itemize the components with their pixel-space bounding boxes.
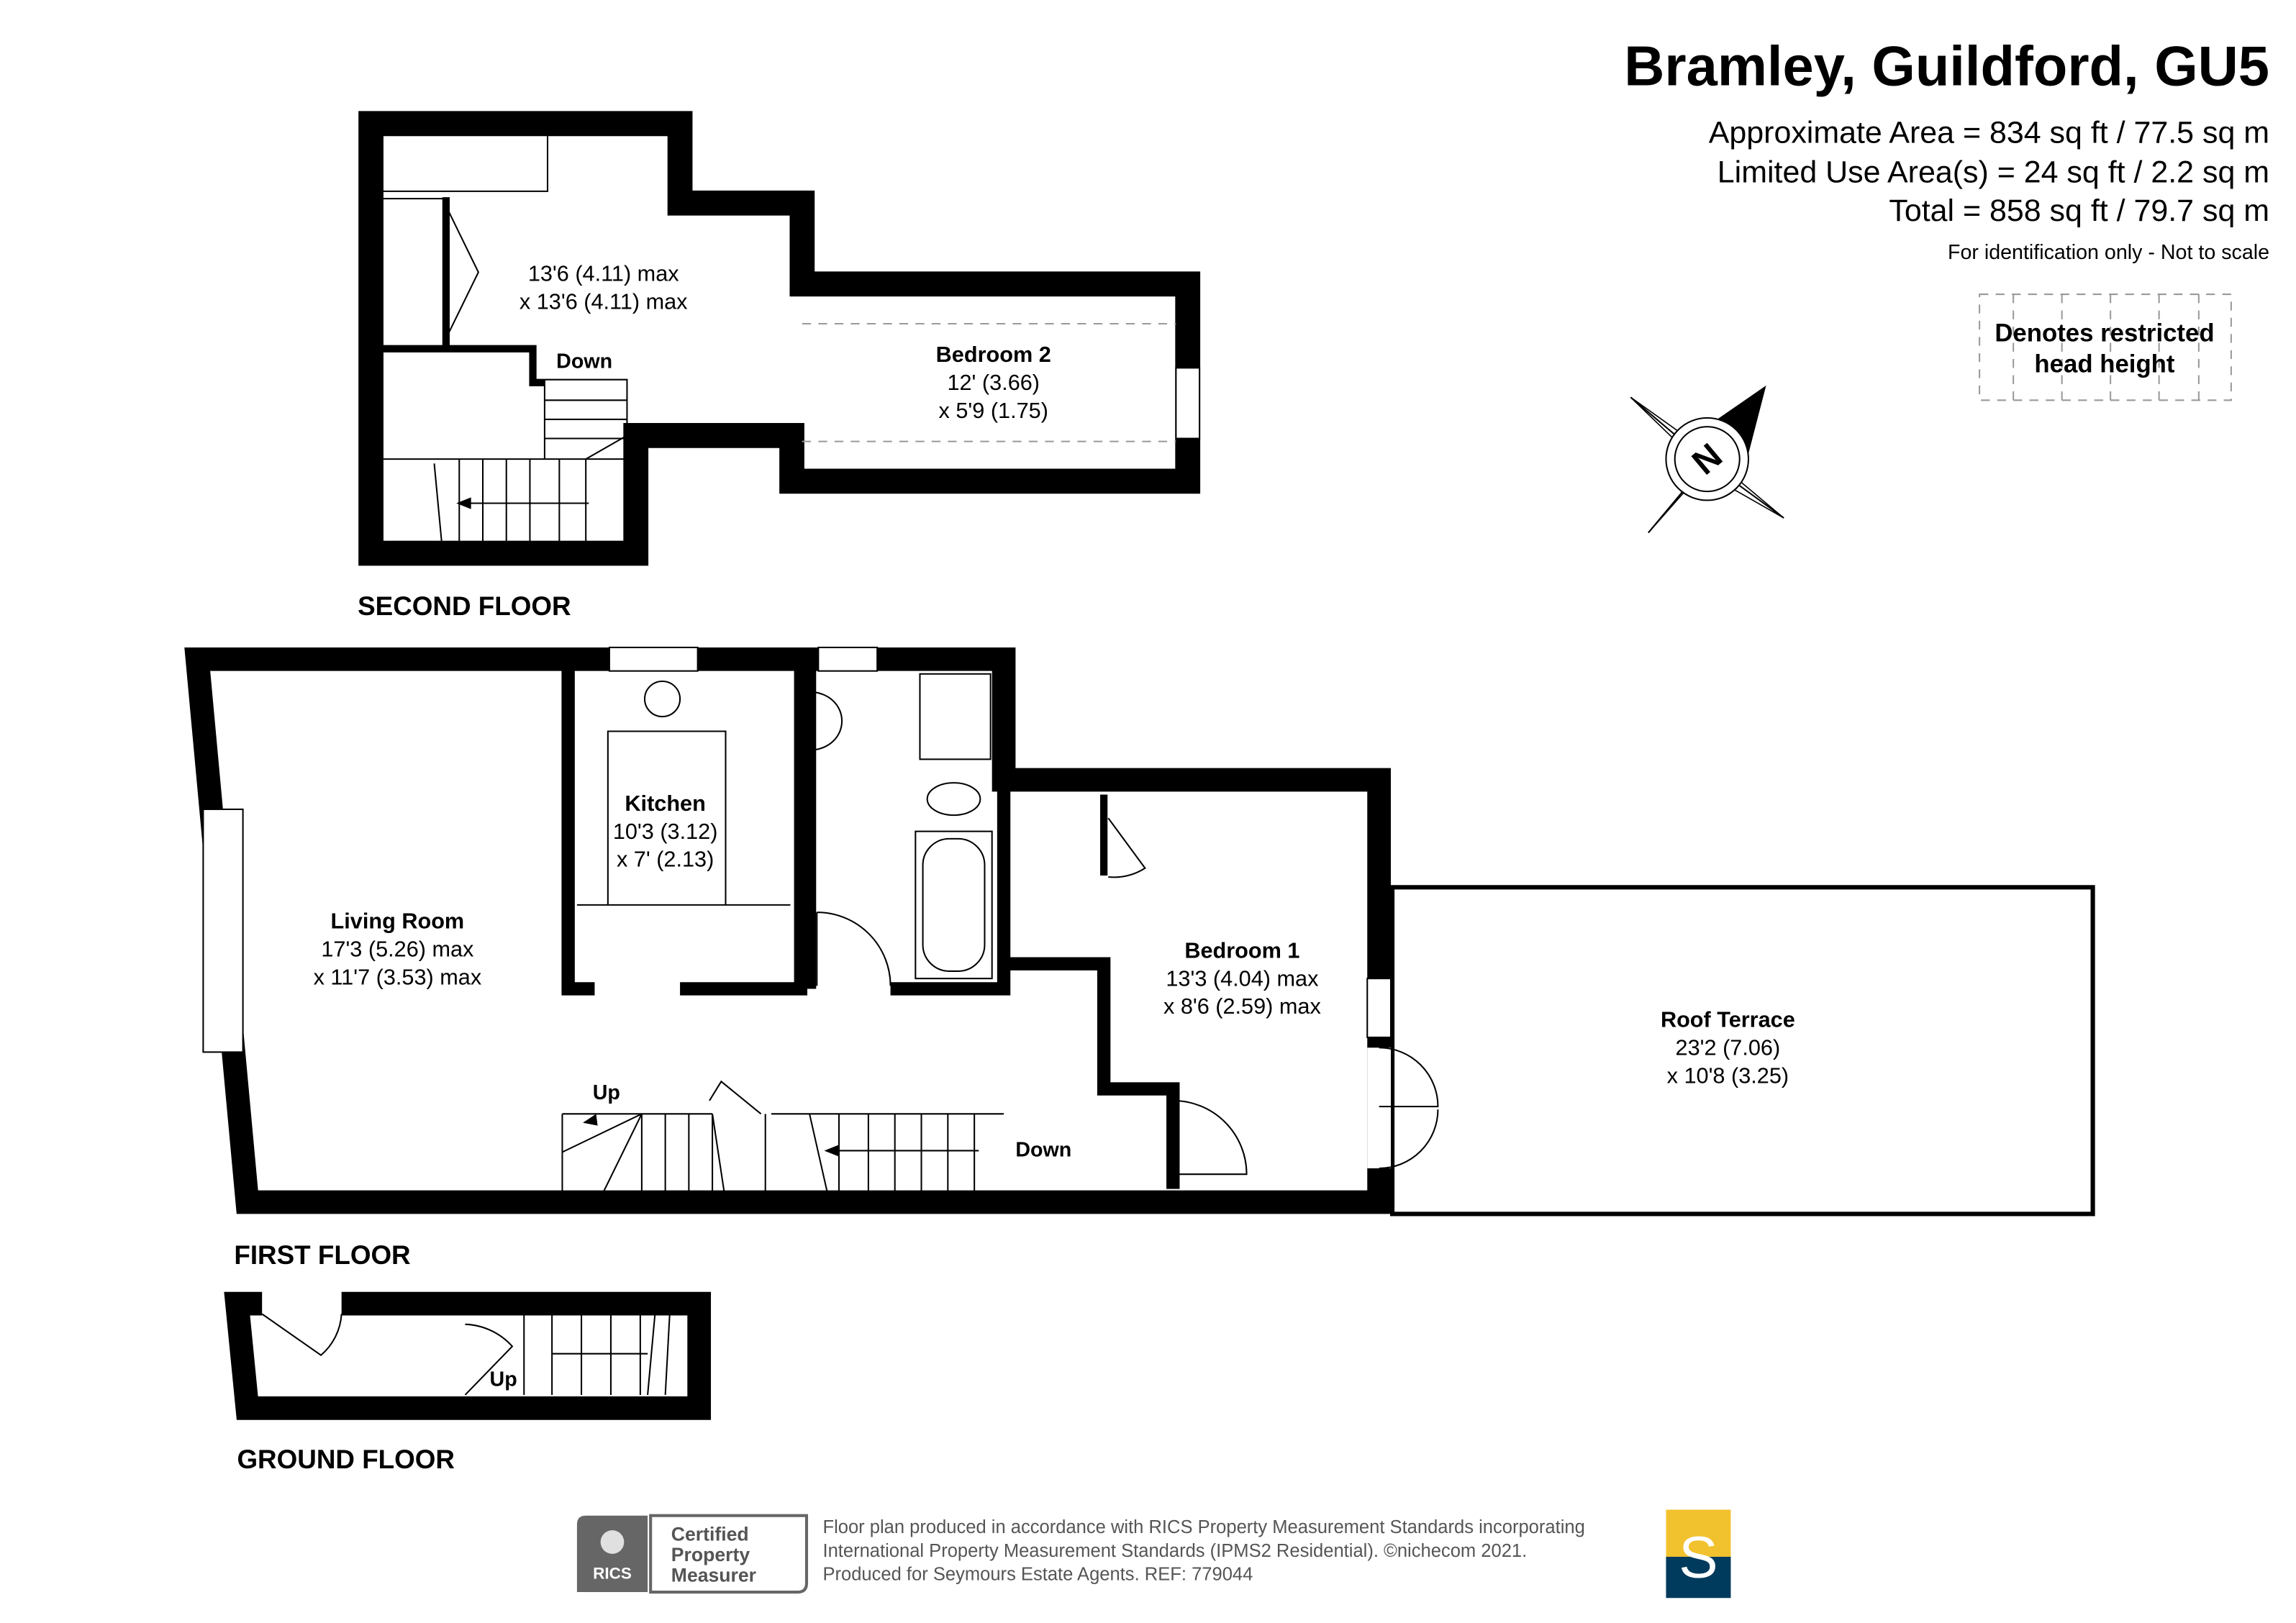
landing-dim2: x 13'6 (4.11) max (519, 290, 688, 314)
living-room-dim2: x 11'7 (3.53) max (314, 965, 482, 989)
ground-floor-label: GROUND FLOOR (237, 1445, 455, 1474)
cert-line1: Certified (671, 1523, 749, 1545)
rics-logo: RICS Certified Property Measurer (576, 1514, 809, 1594)
cert-line3: Measurer (671, 1565, 756, 1586)
bedroom2-dim2: x 5'9 (1.75) (939, 399, 1048, 423)
disclaimer: For identification only - Not to scale (1948, 241, 2269, 264)
footer-line2: International Property Measurement Stand… (822, 1541, 1527, 1561)
plan-title: Bramley, Guildford, GU5 (1624, 36, 2269, 98)
roof-terrace-dim1: 23'2 (7.06) (1676, 1036, 1781, 1060)
ground-floor: Up GROUND FLOOR (224, 1291, 712, 1474)
seymours-logo: S (1666, 1509, 1731, 1599)
first-floor: Up Down Living Room 17'3 (5.26) max x 11… (184, 646, 2095, 1270)
living-room-dim1: 17'3 (5.26) max (321, 937, 473, 961)
rics-text: RICS (593, 1565, 632, 1583)
kitchen-name: Kitchen (625, 791, 705, 816)
total-area: Total = 858 sq ft / 79.7 sq m (1889, 194, 2269, 228)
compass-north-icon: N (1630, 385, 1784, 534)
bedroom1-name: Bedroom 1 (1184, 939, 1299, 963)
kitchen-dim2: x 7' (2.13) (617, 847, 714, 872)
limited-use-area: Limited Use Area(s) = 24 sq ft / 2.2 sq … (1718, 155, 2269, 190)
roof-terrace-name: Roof Terrace (1661, 1008, 1795, 1032)
logo-letter: S (1679, 1525, 1718, 1591)
legend-line1: Denotes restricted (1995, 320, 2214, 347)
first-floor-label: FIRST FLOOR (234, 1240, 410, 1270)
stairs-down-label: Down (556, 350, 612, 373)
legend-line2: head height (2034, 350, 2175, 378)
footer-line1: Floor plan produced in accordance with R… (822, 1517, 1584, 1537)
second-floor-label: SECOND FLOOR (358, 591, 571, 621)
landing-dim1: 13'6 (4.11) max (528, 262, 679, 286)
bedroom2-name: Bedroom 2 (936, 342, 1051, 367)
kitchen-dim1: 10'3 (3.12) (613, 819, 718, 844)
stairs-down-label: Down (1015, 1139, 1071, 1162)
restricted-height-legend: Denotes restricted head height (1979, 294, 2232, 401)
footer-line3: Produced for Seymours Estate Agents. REF… (822, 1565, 1253, 1585)
bedroom1-dim2: x 8'6 (2.59) max (1163, 994, 1321, 1019)
bedroom2-dim1: 12' (3.66) (947, 370, 1040, 395)
living-room-name: Living Room (331, 909, 465, 934)
approx-area: Approximate Area = 834 sq ft / 77.5 sq m (1709, 115, 2269, 150)
cert-line2: Property (671, 1544, 750, 1565)
ground-stairs-up-label: Up (490, 1368, 517, 1391)
stairs-up-label: Up (593, 1081, 620, 1104)
second-floor: 13'6 (4.11) max x 13'6 (4.11) max Down B… (358, 111, 1201, 621)
roof-terrace-dim2: x 10'8 (3.25) (1667, 1063, 1789, 1088)
bedroom1-dim1: 13'3 (4.04) max (1166, 966, 1318, 991)
